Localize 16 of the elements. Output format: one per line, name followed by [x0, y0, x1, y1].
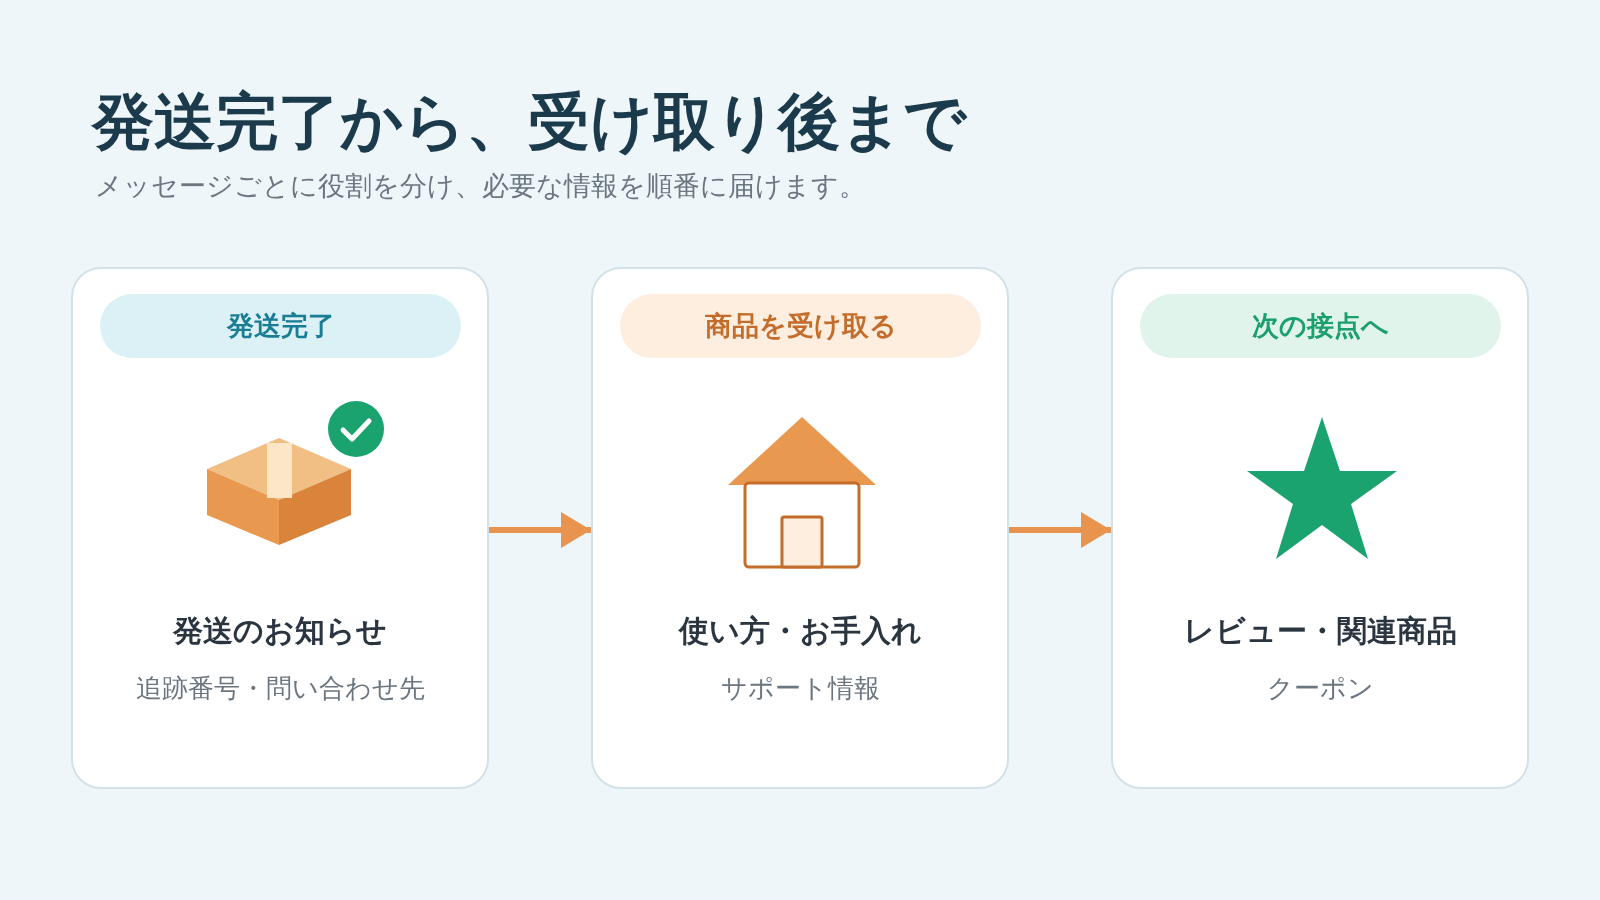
card-text: クーポン	[1265, 672, 1375, 705]
step-pill: 商品を受け取る	[620, 294, 981, 358]
title: 発送完了から、受け取り後まで	[92, 84, 966, 160]
subtitle: メッセージごとに役割を分け、必要な情報を順番に届けます。	[95, 169, 866, 203]
step-pill: 発送完了	[100, 294, 461, 358]
card-heading: 発送のお知らせ	[171, 612, 388, 650]
step-pill: 次の接点へ	[1140, 294, 1501, 358]
card-text: サポート情報	[719, 672, 881, 705]
card-text: 追跡番号・問い合わせ先	[134, 672, 426, 705]
arrow	[1009, 512, 1111, 548]
card	[1111, 267, 1529, 789]
card	[591, 267, 1009, 789]
card-heading: 使い方・お手入れ	[677, 612, 923, 650]
card	[71, 267, 489, 789]
card-heading: レビュー・関連商品	[1182, 612, 1458, 650]
arrow	[489, 512, 591, 548]
